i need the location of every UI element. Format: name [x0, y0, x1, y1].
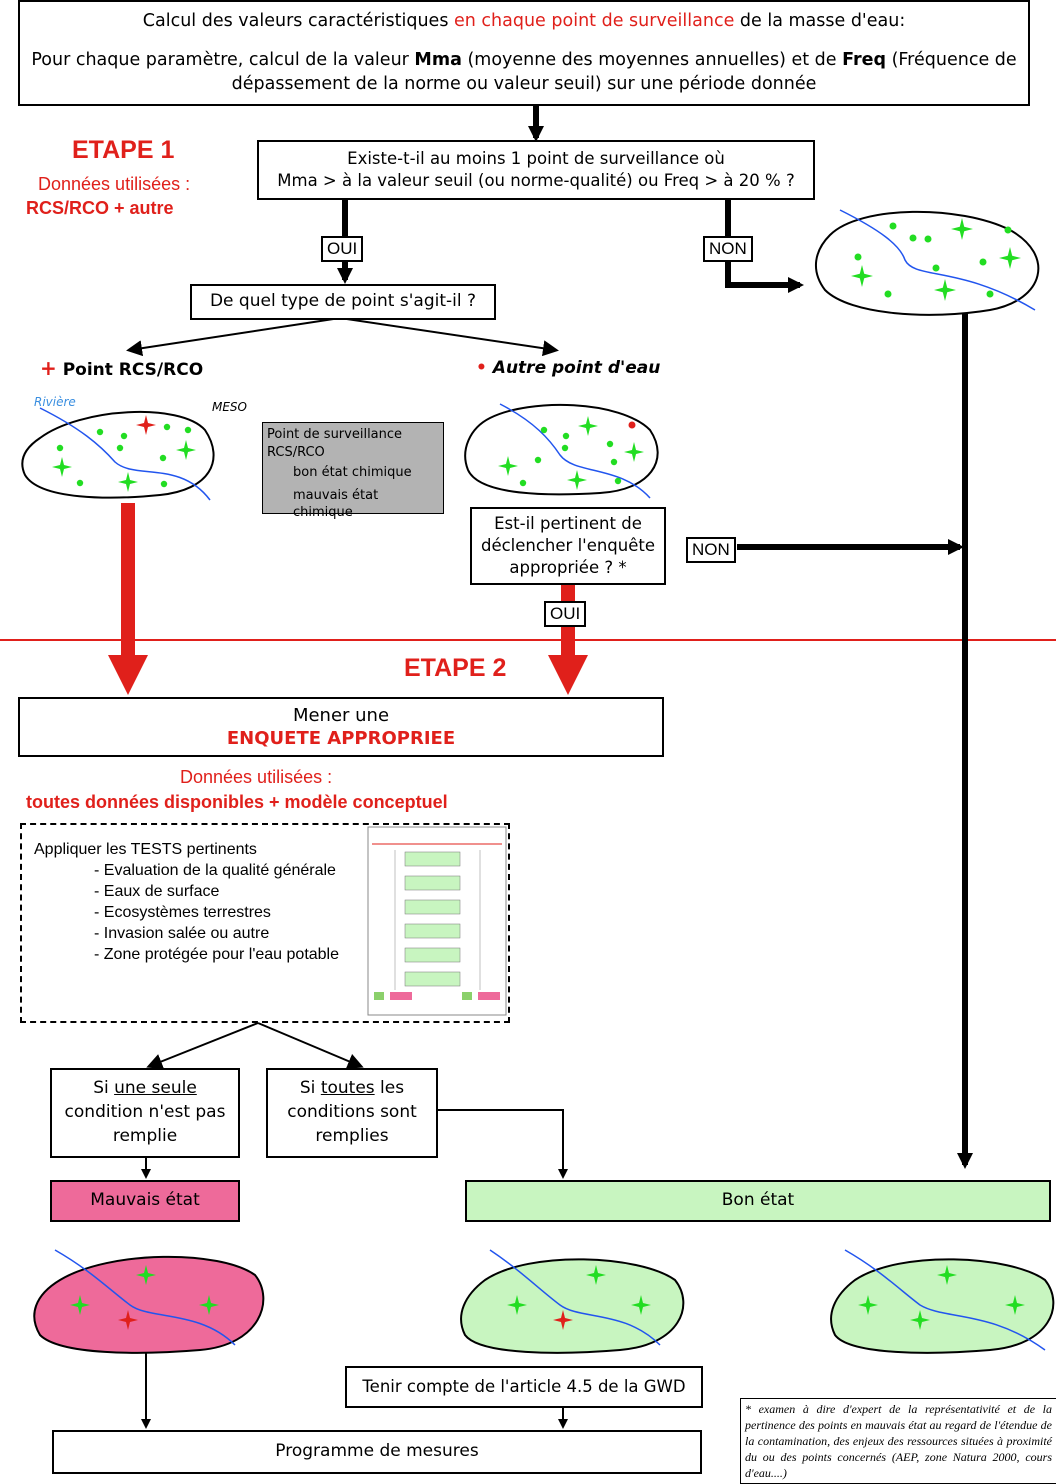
single-condition-box: Si une seule condition n'est pas remplie [50, 1068, 240, 1158]
oui-label-1: OUI [321, 236, 364, 262]
gwd-box: Tenir compte de l'article 4.5 de la GWD [345, 1366, 703, 1408]
etape1-title: ETAPE 1 [72, 136, 175, 164]
question3-box: Est-il pertinent de déclencher l'enquête… [470, 507, 666, 585]
non-label-1: NON [703, 236, 753, 262]
question1-box: Existe-t-il au moins 1 point de surveill… [257, 140, 815, 200]
header-line2: Pour chaque paramètre, calcul de la vale… [31, 49, 1017, 95]
branch-rcs: + Point RCS/RCO [40, 356, 204, 380]
etape1-data-value: RCS/RCO + autre [26, 198, 174, 218]
tests-thumbnail [367, 826, 507, 1016]
test-item: - Evaluation de la qualité générale [94, 862, 336, 879]
test-item: - Invasion salée ou autre [94, 925, 270, 942]
header-line1: Calcul des valeurs caractéristiques en c… [142, 11, 906, 32]
arrow-q2-autre [339, 317, 559, 357]
tests-list: - Evaluation de la qualité générale - Ea… [34, 860, 496, 965]
programme-box: Programme de mesures [52, 1430, 702, 1474]
test-item: - Eaux de surface [94, 883, 220, 900]
etape2-title: ETAPE 2 [404, 654, 507, 682]
bad-state-box: Mauvais état [50, 1180, 240, 1222]
legend-bad: mauvais état chimique [293, 487, 379, 521]
map-bad [33, 1249, 265, 1354]
legend-good: bon état chimique [293, 465, 412, 481]
oui-label-2: OUI [544, 601, 587, 627]
map-label-meso: MESO [212, 400, 247, 414]
etape2-data-value: toutes données disponibles + modèle conc… [26, 792, 448, 812]
test-item: - Ecosystèmes terrestres [94, 904, 271, 921]
etape1-data-label: Données utilisées : [38, 174, 191, 194]
arrow-tests-all [257, 1022, 364, 1069]
map-autre [464, 403, 659, 499]
tests-box: Appliquer les TESTS pertinents - Evaluat… [20, 823, 510, 1023]
legend-title: Point de surveillance RCS/RCO [267, 427, 403, 460]
red-arrow-rcs-head [108, 655, 148, 695]
red-arrow-autre-head [548, 655, 588, 695]
header-box: Calcul des valeurs caractéristiques en c… [18, 0, 1030, 106]
map-good-right [830, 1249, 1055, 1354]
red-cross-icon: + [40, 356, 57, 380]
non-label-2: NON [686, 537, 736, 563]
map-top-right [814, 209, 1040, 316]
arrow-q2-rcs [126, 317, 341, 357]
etape2-data-label: Données utilisées : [180, 767, 333, 787]
all-conditions-box: Si toutes les conditions sont remplies [266, 1068, 438, 1158]
tests-title: Appliquer les TESTS pertinents [34, 841, 257, 858]
legend-box: Point de surveillance RCS/RCO bon état c… [262, 422, 444, 520]
good-state-box: Bon état [465, 1180, 1051, 1222]
question2-box: De quel type de point s'agit-il ? [190, 284, 496, 320]
test-item: - Zone protégée pour l'eau potable [94, 946, 340, 963]
map-rcs-meso [21, 407, 215, 501]
arrow-tests-single [146, 1022, 259, 1069]
arrow-q1-non [725, 198, 804, 293]
arrow-all-good [438, 1109, 568, 1179]
red-dot-icon: • [476, 358, 487, 378]
branch-autre: • Autre point d'eau [476, 358, 661, 378]
map-label-riviere: Rivière [34, 395, 76, 409]
footnote: * examen à dire d'expert de la représent… [740, 1398, 1056, 1484]
map-good-mid [460, 1249, 685, 1354]
enquete-box: Mener une ENQUETE APPROPRIEE [18, 697, 664, 757]
